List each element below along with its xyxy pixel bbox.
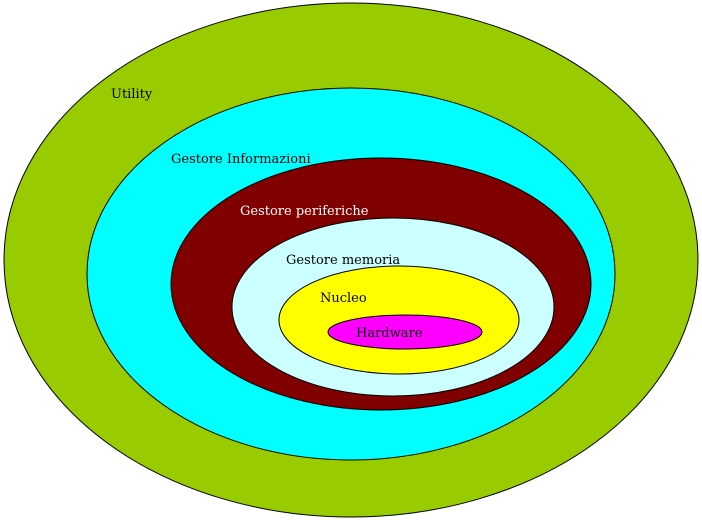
utility-label: Utility	[111, 87, 153, 102]
gestore-informazioni-label: Gestore Informazioni	[171, 152, 311, 167]
hardware-label: Hardware	[356, 326, 423, 341]
gestore-periferiche-label: Gestore periferiche	[240, 204, 369, 219]
hardware-layer	[327, 314, 483, 350]
nucleo-label: Nucleo	[320, 291, 367, 306]
gestore-memoria-label: Gestore memoria	[286, 253, 400, 268]
